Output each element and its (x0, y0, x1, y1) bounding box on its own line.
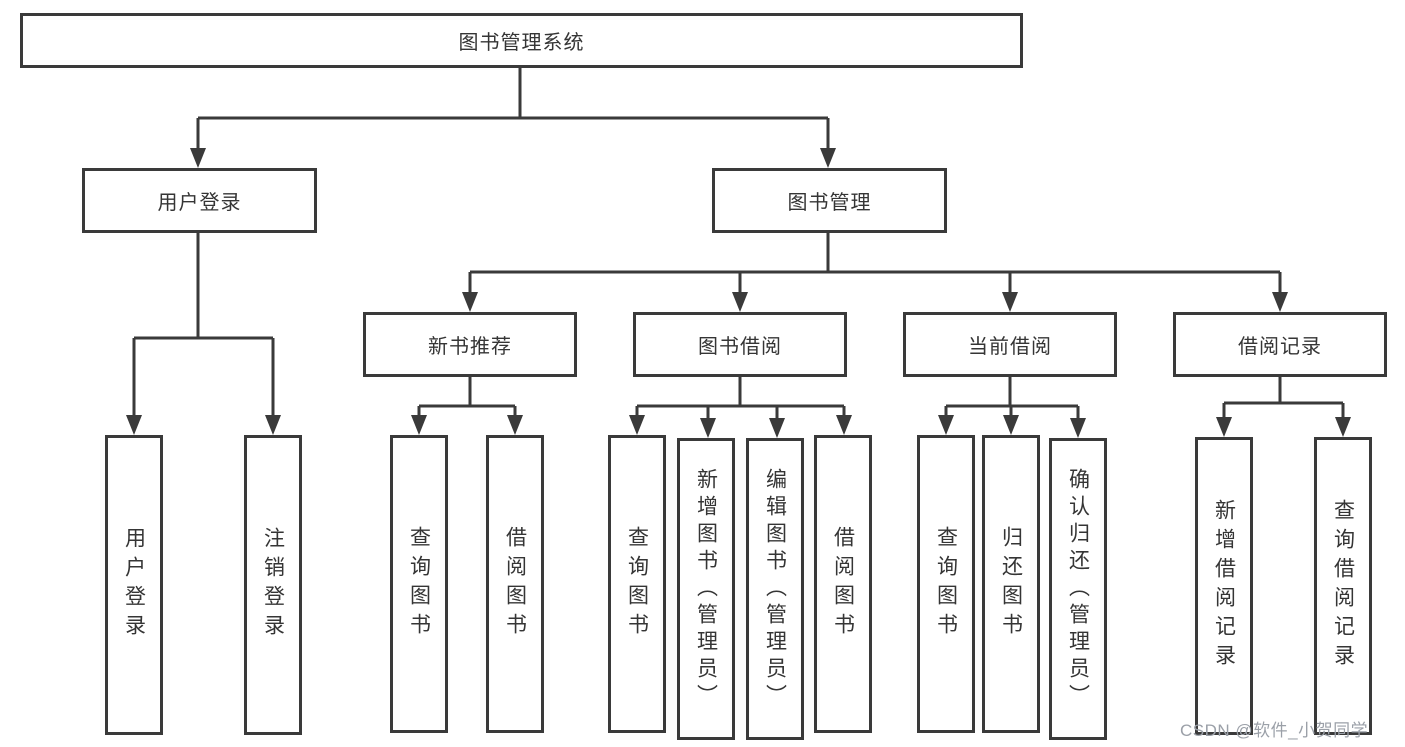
leaf-add-book-admin: 新增图书（管理员） (677, 438, 735, 740)
connector-line-paths (132, 68, 1345, 420)
leaf-user-login-label: 用户登录 (122, 527, 146, 643)
node-new-book-recommend: 新书推荐 (363, 312, 577, 377)
watermark: CSDN @软件_小贺同学 (1180, 721, 1369, 740)
leaf-edit-book-admin: 编辑图书（管理员） (746, 438, 804, 740)
leaf-add-borrow-record-label: 新增借阅记录 (1212, 499, 1236, 673)
node-book-borrow: 图书借阅 (633, 312, 847, 377)
node-borrow-records: 借阅记录 (1173, 312, 1387, 377)
leaf-query-borrow-record-label: 查询借阅记录 (1331, 499, 1355, 673)
leaf-user-login: 用户登录 (105, 435, 163, 735)
leaf-query-books-current-label: 查询图书 (934, 526, 958, 642)
leaf-borrow-books-recommend-label: 借阅图书 (503, 526, 527, 642)
leaf-return-books: 归还图书 (982, 435, 1040, 733)
leaf-query-books-recommend-label: 查询图书 (407, 526, 431, 642)
leaf-logout-login: 注销登录 (244, 435, 302, 735)
leaf-edit-book-admin-label: 编辑图书（管理员） (763, 467, 787, 711)
leaf-borrow-books-borrow-label: 借阅图书 (831, 526, 855, 642)
leaf-borrow-books-borrow: 借阅图书 (814, 435, 872, 733)
node-current-borrow: 当前借阅 (903, 312, 1117, 377)
leaf-query-books-recommend: 查询图书 (390, 435, 448, 733)
leaf-query-books-current: 查询图书 (917, 435, 975, 733)
leaf-add-borrow-record: 新增借阅记录 (1195, 437, 1253, 735)
leaf-logout-login-label: 注销登录 (261, 527, 285, 643)
node-root: 图书管理系统 (20, 13, 1023, 68)
leaf-return-books-label: 归还图书 (999, 526, 1023, 642)
leaf-query-books-borrow-label: 查询图书 (625, 526, 649, 642)
leaf-borrow-books-recommend: 借阅图书 (486, 435, 544, 733)
node-book-management: 图书管理 (712, 168, 947, 233)
arrowhead-down-icons (126, 148, 1351, 438)
leaf-query-books-borrow: 查询图书 (608, 435, 666, 733)
leaf-confirm-return-admin-label: 确认归还（管理员） (1066, 467, 1090, 711)
leaf-query-borrow-record: 查询借阅记录 (1314, 437, 1372, 735)
leaf-add-book-admin-label: 新增图书（管理员） (694, 467, 718, 711)
leaf-confirm-return-admin: 确认归还（管理员） (1049, 438, 1107, 740)
node-user-login: 用户登录 (82, 168, 317, 233)
